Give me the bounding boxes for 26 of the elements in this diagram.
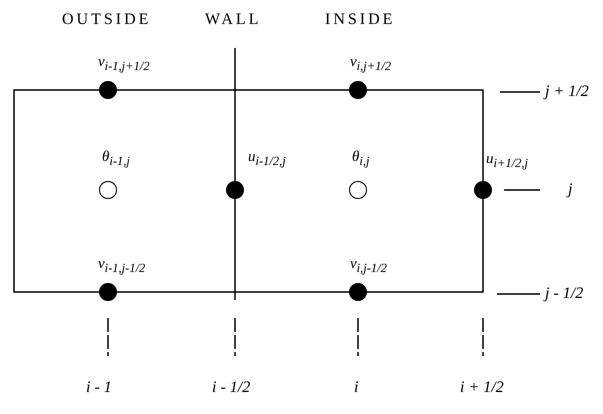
column-heading: INSIDE	[325, 12, 396, 28]
row-index-label: j	[568, 182, 572, 198]
row-index-label: j - 1/2	[545, 286, 584, 302]
column-heading: WALL	[205, 12, 262, 28]
variable-label: v$_{i-1,j+1/2}$	[98, 55, 150, 72]
filled-dot	[99, 81, 117, 99]
variable-label: v$_{i,j+1/2}$	[350, 55, 392, 72]
open-dot	[349, 181, 367, 199]
filled-dot	[226, 181, 244, 199]
row-index-label: j + 1/2	[545, 84, 589, 100]
filled-dot	[474, 181, 492, 199]
column-index-label: i	[354, 380, 358, 396]
variable-label: u$_{i-1/2,j}$	[248, 150, 286, 168]
column-index-label: i + 1/2	[460, 380, 504, 396]
variable-label: θ$_{i-1,j}$	[102, 150, 130, 168]
filled-dot	[349, 81, 367, 99]
variable-label: v$_{i-1,j-1/2}$	[98, 257, 146, 274]
filled-dot	[349, 283, 367, 301]
variable-label: v$_{i,j-1/2}$	[350, 257, 387, 274]
filled-dot	[99, 283, 117, 301]
variable-label: θ$_{i,j}$	[352, 150, 370, 168]
column-index-label: i - 1/2	[212, 380, 250, 396]
open-dot	[99, 181, 117, 199]
variable-label: u$_{i+1/2,j}$	[486, 152, 528, 170]
column-heading: OUTSIDE	[62, 12, 152, 28]
column-index-label: i - 1	[86, 380, 112, 396]
